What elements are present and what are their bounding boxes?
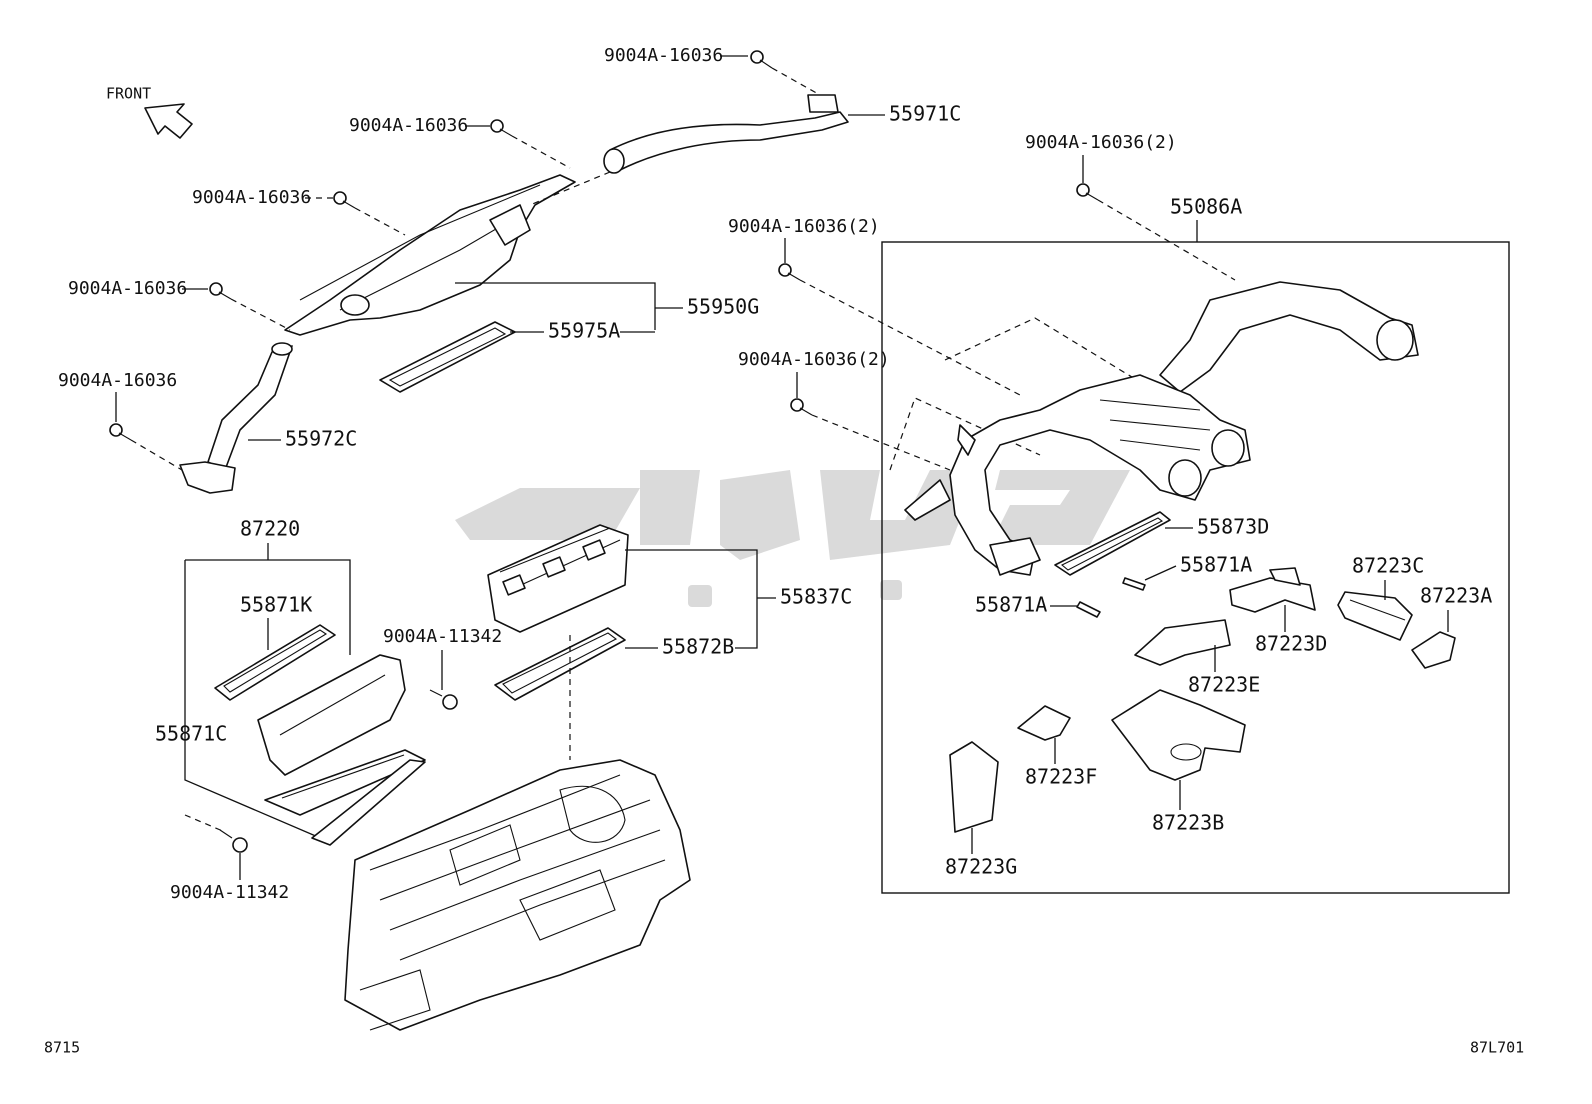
hose-55971C-icon (603, 94, 849, 174)
gasket-55975A-icon (379, 321, 516, 393)
pad-87223G-icon (949, 741, 999, 833)
bolt-icon (1076, 183, 1099, 201)
label-87220: 87220 (240, 517, 300, 541)
label-bolt-b: 9004A-16036 (349, 115, 468, 136)
label-55871K: 55871K (240, 593, 312, 617)
bolt-icon (429, 689, 458, 710)
label-bolt-e: 9004A-16036 (58, 370, 177, 391)
bolt-icon (750, 50, 773, 69)
label-55871A-2: 55871A (975, 593, 1047, 617)
duct-55950G-icon (284, 174, 576, 336)
label-55971C: 55971C (889, 102, 961, 126)
label-87223D: 87223D (1255, 632, 1327, 656)
label-55837C: 55837C (780, 585, 852, 609)
front-arrow-icon (144, 103, 193, 139)
bolt-icon (333, 191, 356, 209)
label-55975A: 55975A (548, 319, 620, 343)
corner-code-left: 8715 (44, 1039, 80, 1057)
hvac-unit-icon (344, 759, 691, 1031)
label-bolt-i: 9004A-11342 (170, 882, 289, 903)
label-87223B: 87223B (1152, 811, 1224, 835)
label-55872B: 55872B (662, 635, 734, 659)
label-55871C: 55871C (155, 722, 227, 746)
label-87223A: 87223A (1420, 584, 1492, 608)
label-87223E: 87223E (1188, 673, 1260, 697)
pad-87223B-icon (1111, 689, 1246, 781)
hose-55972C-icon (179, 342, 293, 494)
label-55972C: 55972C (285, 427, 357, 451)
pad-87223D-icon (1229, 567, 1316, 613)
label-bolt-f: 9004A-16036(2) (1025, 132, 1177, 153)
label-87223F: 87223F (1025, 765, 1097, 789)
label-bolt-j: 9004A-11342 (383, 626, 502, 647)
pin-55871A-icon (1122, 577, 1146, 591)
label-87223C: 87223C (1352, 554, 1424, 578)
pad-87223F-icon (1017, 705, 1071, 741)
label-bolt-g: 9004A-16036(2) (728, 216, 880, 237)
bolt-icon (209, 282, 232, 300)
gasket-55873D-icon (1054, 511, 1171, 576)
bolt-icon (219, 829, 248, 853)
duct-55086A-icon (904, 281, 1419, 576)
label-55871A-1: 55871A (1180, 553, 1252, 577)
pad-87223E-icon (1134, 619, 1231, 666)
pad-87223C-icon (1337, 591, 1413, 641)
label-55873D: 55873D (1197, 515, 1269, 539)
pin-55871A-icon (1076, 601, 1101, 618)
gasket-55872B-icon (494, 627, 626, 701)
label-bolt-a: 9004A-16036 (604, 45, 723, 66)
bolt-icon (778, 263, 801, 281)
pad-87223A-icon (1411, 631, 1456, 669)
label-bolt-d: 9004A-16036 (68, 278, 187, 299)
label-bolt-h: 9004A-16036(2) (738, 349, 890, 370)
front-label: FRONT (106, 85, 151, 103)
label-87223G: 87223G (945, 855, 1017, 879)
seal-55871K-icon (214, 624, 336, 701)
corner-code-right: 87L701 (1470, 1039, 1524, 1057)
bolt-icon (109, 423, 132, 441)
duct-55837C-icon (487, 524, 629, 633)
bolt-icon (490, 119, 513, 137)
label-bolt-c: 9004A-16036 (192, 187, 311, 208)
label-55086A: 55086A (1170, 195, 1242, 219)
bolt-icon (790, 398, 813, 416)
label-55950G: 55950G (687, 295, 759, 319)
filter-case-icon (257, 654, 426, 846)
assembly-55086A-frame (881, 241, 1510, 894)
